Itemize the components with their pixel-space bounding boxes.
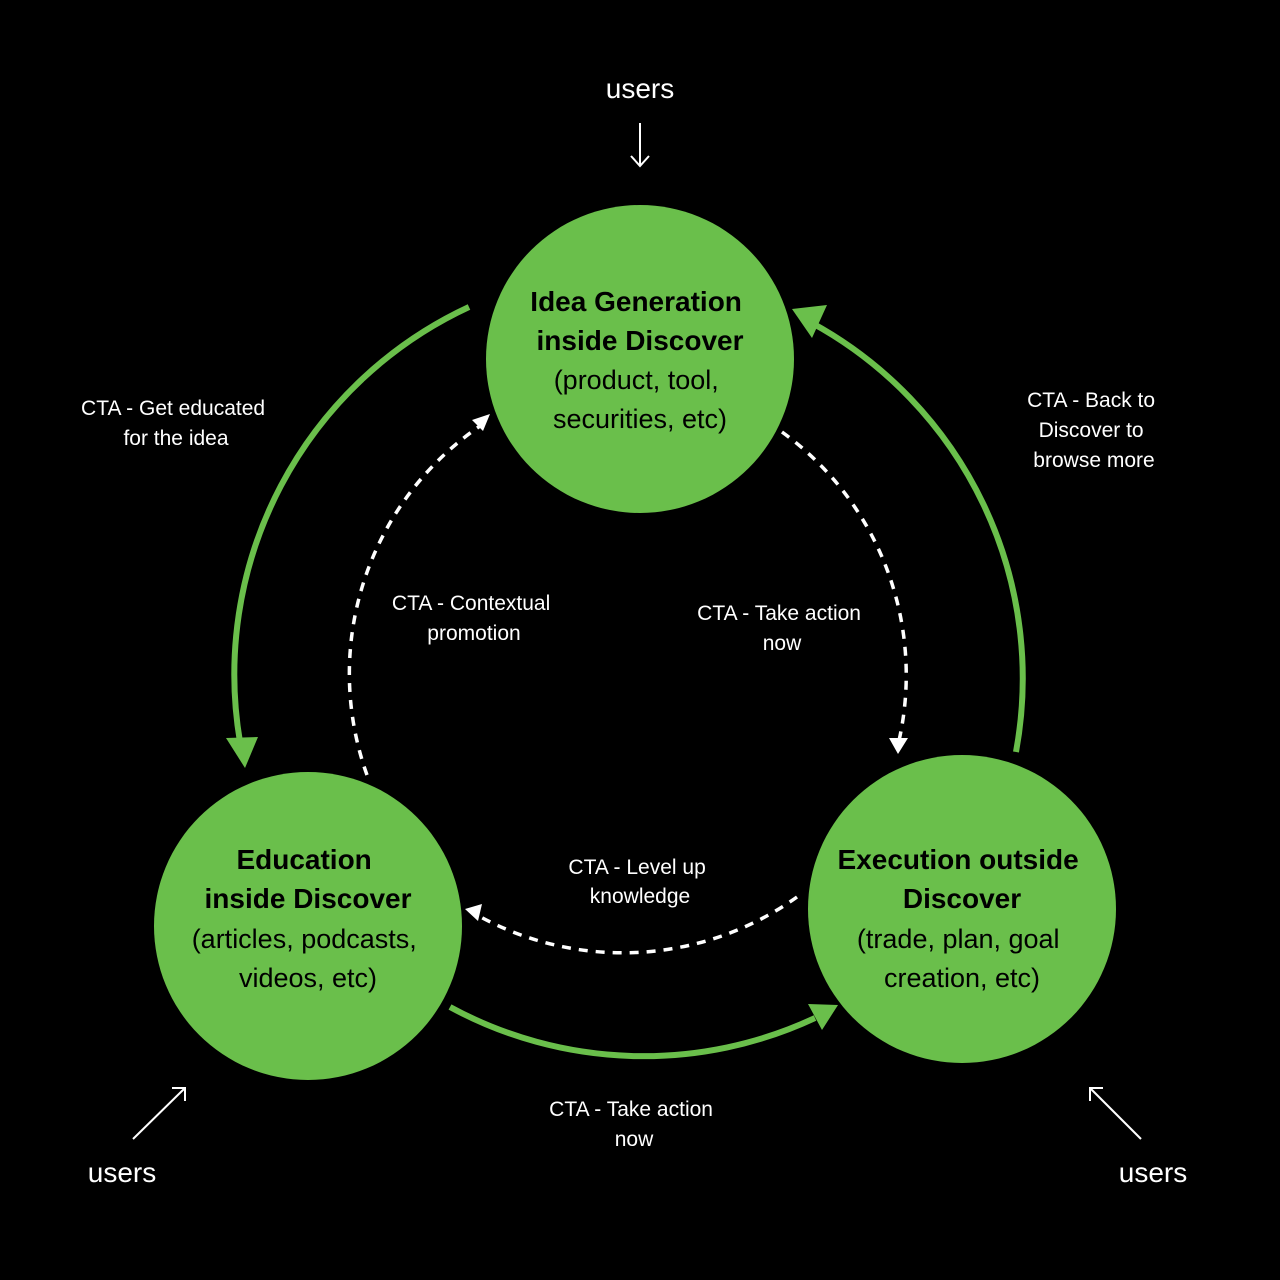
node-education-sub-line-2: videos, etc) bbox=[239, 963, 377, 993]
node-education-title-line-2: inside Discover bbox=[205, 883, 412, 914]
up-right-arrow-icon bbox=[132, 1087, 186, 1140]
node-execution-circle bbox=[808, 755, 1116, 1063]
dashed-arrowhead-execution-to-education bbox=[465, 904, 482, 921]
node-idea-title-line-2: inside Discover bbox=[537, 325, 744, 356]
node-execution-subtitle: (trade, plan, goal creation, etc) bbox=[857, 924, 1067, 993]
node-execution-sub-line-2: creation, etc) bbox=[884, 963, 1040, 993]
cta-level-up-line-1: CTA - Level up bbox=[568, 856, 705, 879]
dashed-arrowhead-education-to-idea bbox=[472, 414, 490, 431]
cta-contextual-line-2: promotion bbox=[427, 622, 520, 645]
dashed-arrow-execution-to-education bbox=[476, 895, 799, 955]
node-education: Education inside Discover (articles, pod… bbox=[154, 772, 462, 1080]
cta-level-up-line-2: knowledge bbox=[590, 885, 690, 908]
node-education-sub-line-1: (articles, podcasts, bbox=[192, 924, 417, 954]
node-education-title: Education inside Discover bbox=[205, 844, 412, 914]
cta-take-action-inner: CTA - Take action now bbox=[697, 602, 867, 655]
cta-take-action-outer: CTA - Take action now bbox=[549, 1098, 719, 1151]
node-idea-title-line-1: Idea Generation bbox=[530, 286, 742, 317]
node-idea-title: Idea Generation inside Discover bbox=[530, 286, 749, 356]
cta-back-to-discover: CTA - Back to Discover to browse more bbox=[1027, 389, 1161, 472]
arrow-idea-to-education bbox=[231, 304, 471, 743]
dashed-arrowhead-idea-to-execution bbox=[889, 738, 908, 754]
cta-take-action-inner-line-2: now bbox=[763, 632, 802, 655]
node-idea-generation: Idea Generation inside Discover (product… bbox=[486, 205, 794, 513]
node-idea-sub-line-1: (product, tool, bbox=[554, 365, 719, 395]
users-label-bottom-right: users bbox=[1119, 1157, 1187, 1188]
outer-cycle-arrows bbox=[226, 304, 1026, 1060]
down-arrow-icon bbox=[630, 123, 650, 168]
cta-back-line-1: CTA - Back to bbox=[1027, 389, 1155, 412]
cta-take-action-outer-line-1: CTA - Take action bbox=[549, 1098, 713, 1121]
up-left-arrow-icon bbox=[1089, 1087, 1142, 1140]
node-execution: Execution outside Discover (trade, plan,… bbox=[808, 755, 1116, 1063]
cta-back-line-3: browse more bbox=[1033, 449, 1154, 472]
arrowhead-execution-to-idea bbox=[792, 305, 827, 338]
entry-users-bottom-left: users bbox=[88, 1087, 186, 1188]
cta-get-educated: CTA - Get educated for the idea bbox=[81, 397, 271, 450]
cta-contextual-promotion: CTA - Contextual promotion bbox=[392, 592, 556, 645]
cta-get-educated-line-1: CTA - Get educated bbox=[81, 397, 265, 420]
arrow-education-to-execution bbox=[448, 1004, 817, 1060]
node-execution-title-line-2: Discover bbox=[903, 883, 1021, 914]
users-label-bottom-left: users bbox=[88, 1157, 156, 1188]
cta-contextual-line-1: CTA - Contextual bbox=[392, 592, 550, 615]
node-execution-title-line-1: Execution outside bbox=[838, 844, 1079, 875]
cta-back-line-2: Discover to bbox=[1039, 419, 1144, 442]
arrow-execution-to-idea bbox=[810, 320, 1026, 753]
arrowhead-education-to-execution bbox=[808, 1004, 838, 1030]
node-idea-sub-line-2: securities, etc) bbox=[553, 404, 727, 434]
node-education-subtitle: (articles, podcasts, videos, etc) bbox=[192, 924, 425, 993]
entry-users-bottom-right: users bbox=[1089, 1087, 1187, 1188]
cta-level-up: CTA - Level up knowledge bbox=[568, 856, 711, 908]
node-education-title-line-1: Education bbox=[236, 844, 371, 875]
node-execution-title: Execution outside Discover bbox=[838, 844, 1087, 914]
dashed-arrow-idea-to-execution bbox=[780, 430, 908, 746]
arrowhead-idea-to-education bbox=[226, 737, 258, 768]
cta-take-action-outer-line-2: now bbox=[615, 1128, 654, 1151]
node-education-circle bbox=[154, 772, 462, 1080]
node-execution-sub-line-1: (trade, plan, goal bbox=[857, 924, 1060, 954]
node-idea-subtitle: (product, tool, securities, etc) bbox=[553, 365, 727, 434]
node-idea-circle bbox=[486, 205, 794, 513]
entry-users-top: users bbox=[606, 73, 674, 168]
cta-get-educated-line-2: for the idea bbox=[123, 427, 228, 450]
inner-cycle-arrows bbox=[347, 414, 908, 955]
users-label-top: users bbox=[606, 73, 674, 104]
dashed-arrow-education-to-idea bbox=[347, 424, 481, 776]
cta-take-action-inner-line-1: CTA - Take action bbox=[697, 602, 861, 625]
